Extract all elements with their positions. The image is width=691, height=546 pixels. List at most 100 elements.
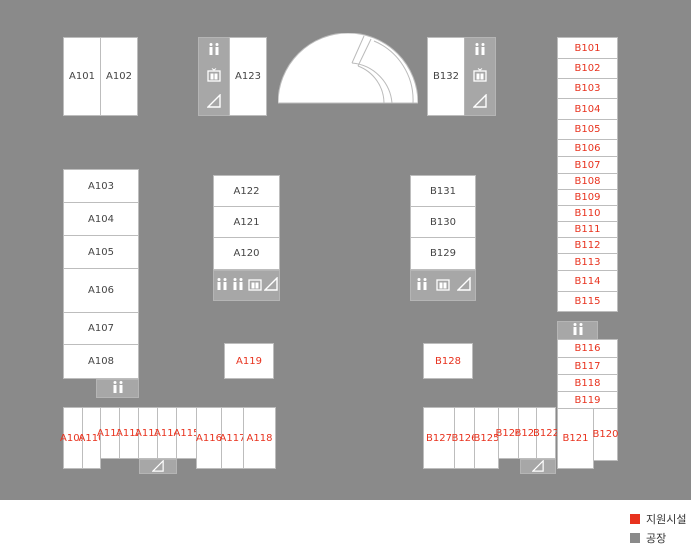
room-B130[interactable]: B130 — [410, 206, 476, 238]
room-label: 113 — [141, 427, 161, 439]
legend-swatch-support — [630, 514, 640, 524]
room-B128[interactable]: B128 — [423, 343, 473, 379]
room-label: B113 — [574, 256, 601, 268]
room-label: B — [533, 427, 540, 439]
facility-block-a108 — [96, 379, 139, 398]
elevator-icon — [247, 276, 262, 295]
room-B132[interactable]: B132 — [427, 37, 465, 116]
room-label: A103 — [88, 180, 114, 192]
atrium — [278, 33, 418, 104]
room-B110[interactable]: B110 — [557, 205, 618, 222]
room-label: B112 — [574, 240, 601, 251]
room-B116[interactable]: B116 — [557, 339, 618, 358]
room-label: B110 — [574, 208, 601, 219]
room-B113[interactable]: B113 — [557, 253, 618, 271]
room-label: B103 — [574, 83, 601, 94]
legend-factory: 공장 — [630, 530, 666, 546]
room-B106[interactable]: B106 — [557, 139, 618, 157]
room-B109[interactable]: B109 — [557, 189, 618, 206]
room-B118[interactable]: B118 — [557, 374, 618, 392]
room-label: A — [97, 427, 104, 439]
elevator-icon — [436, 276, 450, 295]
room-A107[interactable]: A107 — [63, 312, 139, 345]
room-B129[interactable]: B129 — [410, 237, 476, 270]
room-label: A105 — [88, 246, 114, 258]
room-A120[interactable]: A120 — [213, 237, 280, 270]
restroom-icon — [207, 41, 221, 60]
room-label: 114 — [160, 427, 180, 439]
room-A122[interactable]: A122 — [213, 175, 280, 207]
room-label: A — [116, 427, 123, 439]
room-label: A — [219, 432, 227, 444]
room-label: A — [196, 432, 203, 444]
room-label: 124 — [502, 427, 522, 439]
room-label: B128 — [435, 355, 461, 367]
facility-block-a-bottom — [139, 459, 177, 474]
room-label: A108 — [88, 356, 114, 367]
room-A104[interactable]: A104 — [63, 202, 139, 236]
room-B114[interactable]: B114 — [557, 270, 618, 292]
restroom-icon — [415, 276, 429, 295]
room-label: B115 — [574, 296, 601, 307]
room-A102[interactable]: A102 — [100, 37, 138, 116]
room-B117[interactable]: B117 — [557, 357, 618, 375]
room-B105[interactable]: B105 — [557, 119, 618, 140]
stairs-icon — [206, 92, 221, 112]
room-label: 117 — [226, 432, 246, 444]
room-B108[interactable]: B108 — [557, 173, 618, 190]
room-B101[interactable]: B101 — [557, 37, 618, 59]
room-A106[interactable]: A106 — [63, 268, 139, 313]
facility-block-a123 — [198, 37, 230, 116]
room-label: 112 — [122, 427, 142, 439]
room-label: A — [60, 432, 67, 444]
room-label: A — [78, 432, 86, 444]
room-B111[interactable]: B111 — [557, 221, 618, 238]
room-A119[interactable]: A119 — [224, 343, 274, 379]
room-label: A104 — [88, 213, 114, 225]
room-A121[interactable]: A121 — [213, 206, 280, 238]
room-label: 125 — [480, 432, 500, 444]
room-B119[interactable]: B119 — [557, 391, 618, 409]
room-A101[interactable]: A101 — [63, 37, 101, 116]
room-B103[interactable]: B103 — [557, 78, 618, 99]
room-B115[interactable]: B115 — [557, 291, 618, 312]
room-A103[interactable]: A103 — [63, 169, 139, 203]
room-label: 120 — [599, 429, 619, 440]
room-label: B — [562, 433, 570, 444]
room-B104[interactable]: B104 — [557, 98, 618, 120]
room-label: B109 — [574, 192, 601, 203]
room-label: B — [451, 432, 459, 444]
room-B107[interactable]: B107 — [557, 156, 618, 174]
restroom-icon — [215, 276, 229, 295]
room-B112[interactable]: B112 — [557, 237, 618, 254]
stairs-icon — [263, 276, 278, 295]
room-label: 126 — [458, 432, 478, 444]
room-A108[interactable]: A108 — [63, 344, 139, 379]
room-label: B118 — [574, 377, 601, 389]
room-label: A119 — [236, 355, 262, 367]
elevator-icon — [473, 67, 487, 86]
stairs-icon — [472, 92, 487, 112]
facility-block-b132 — [464, 37, 496, 116]
room-label: 116 — [202, 432, 222, 444]
room-A123[interactable]: A123 — [229, 37, 267, 116]
room-B131[interactable]: B131 — [410, 175, 476, 207]
room-label: B116 — [574, 343, 601, 354]
room-A105[interactable]: A105 — [63, 235, 139, 269]
room-label: 109 — [66, 432, 86, 444]
room-B102[interactable]: B102 — [557, 58, 618, 79]
room-label: A — [135, 427, 142, 439]
